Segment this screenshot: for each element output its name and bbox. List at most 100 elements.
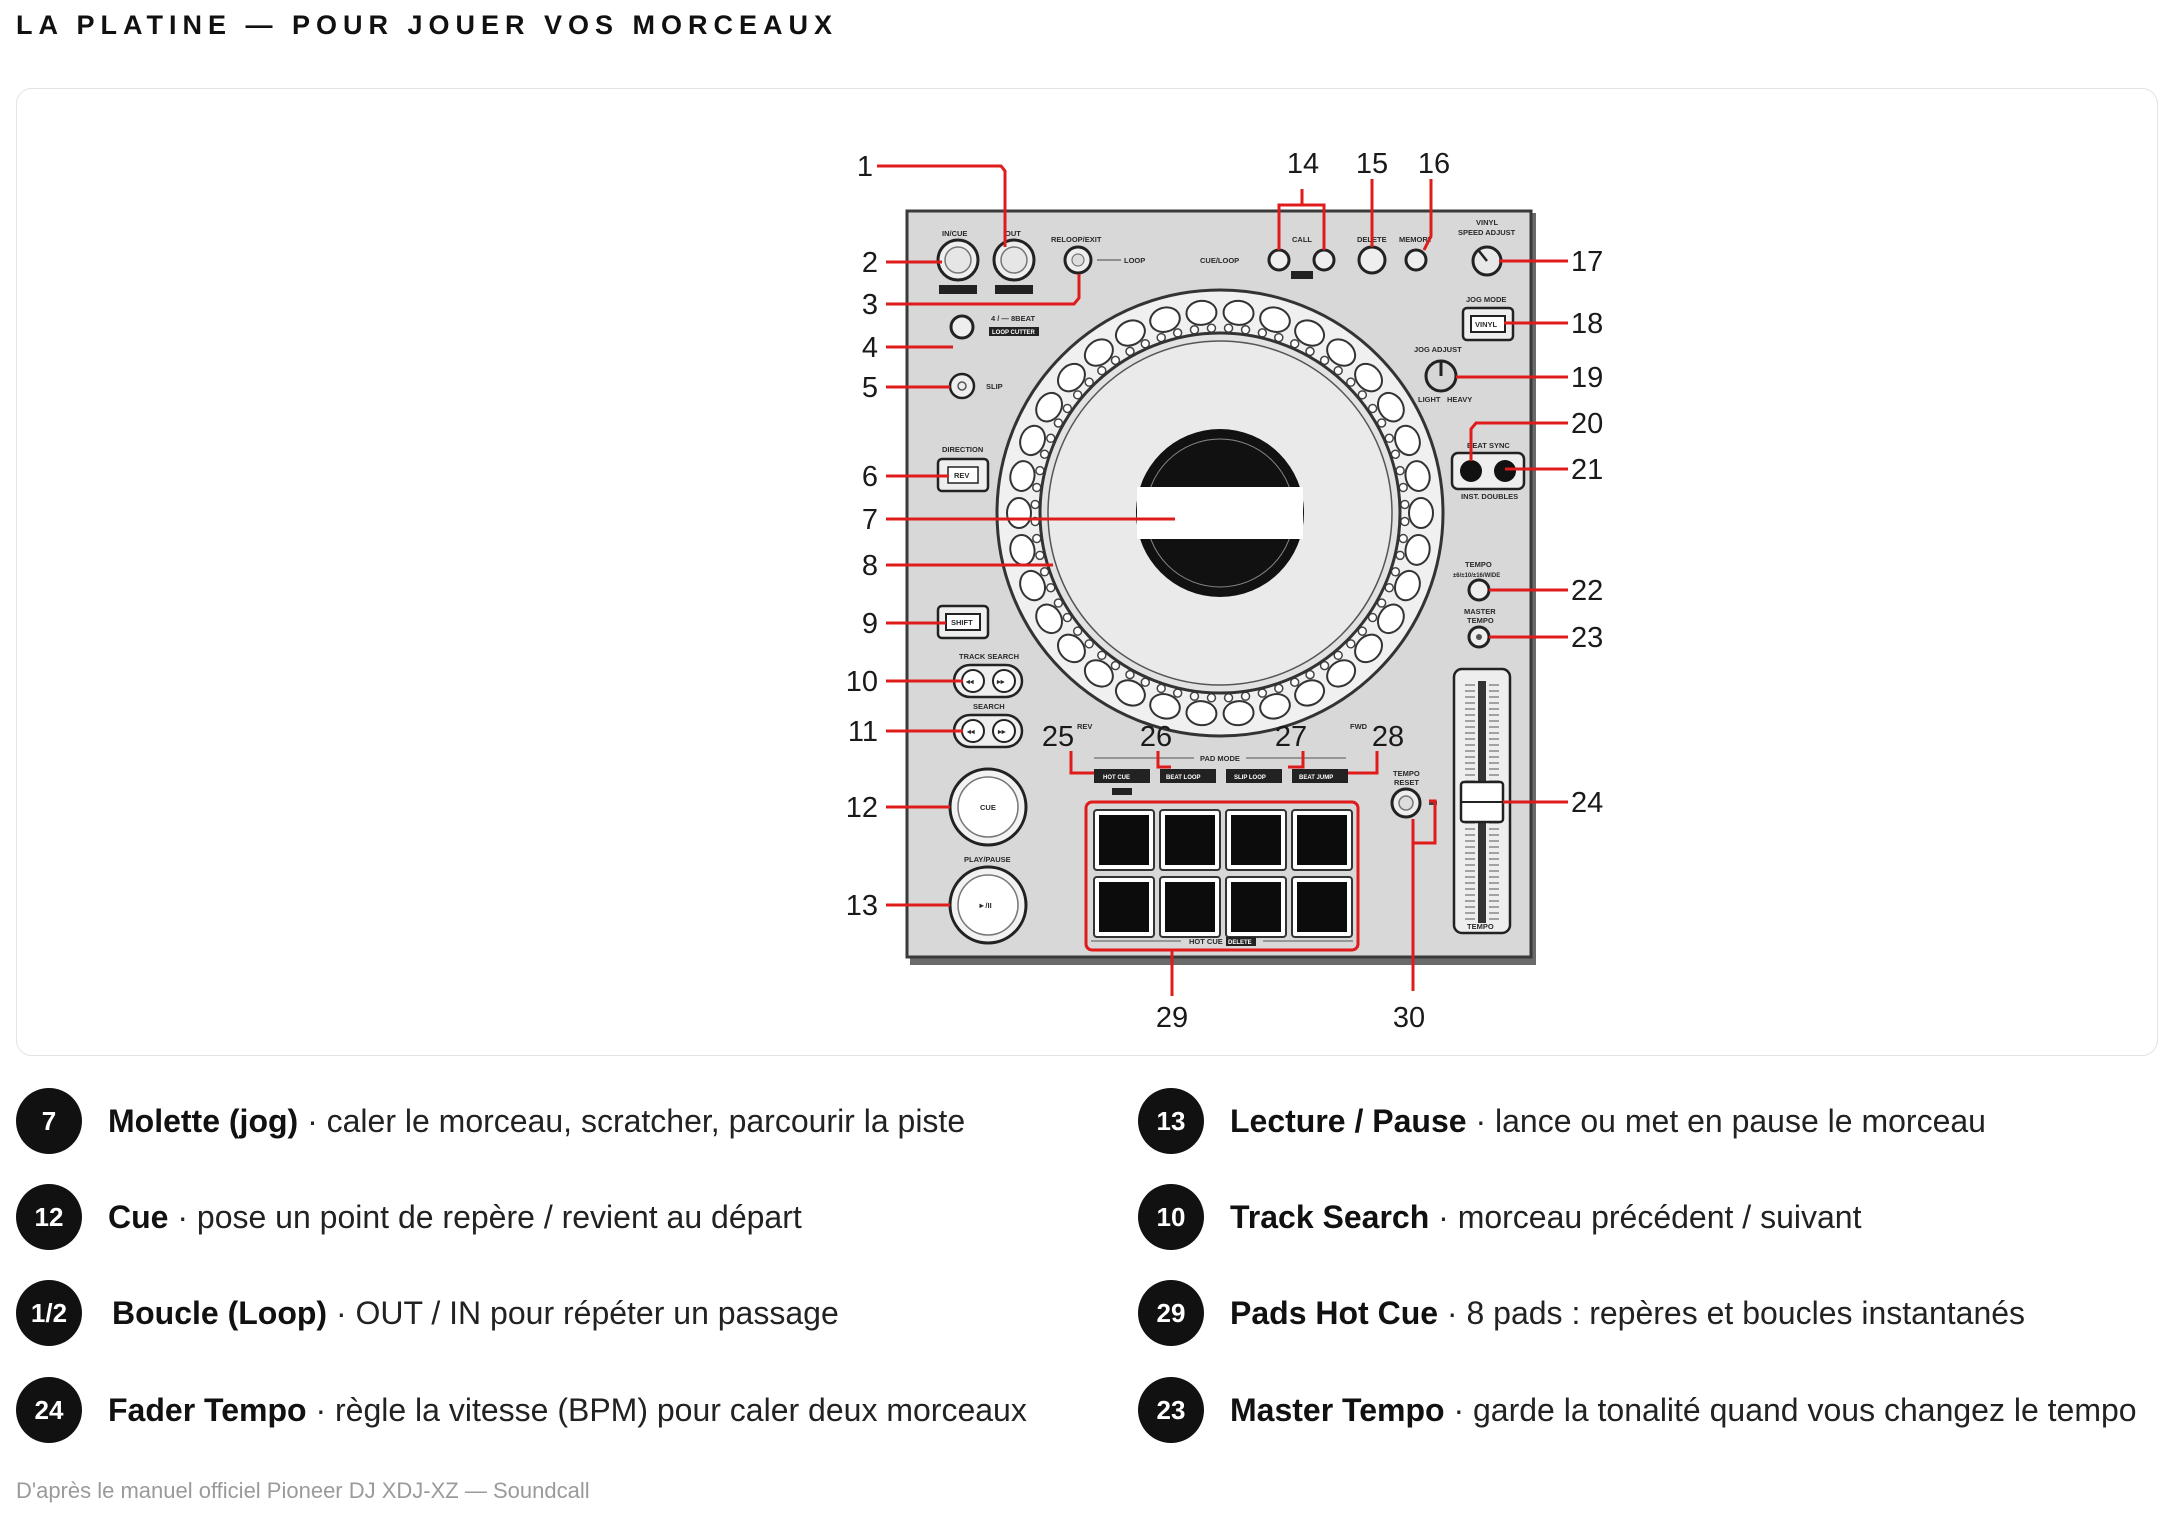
search-buttons[interactable]: SEARCH ◂◂ ▸▸ bbox=[952, 702, 1024, 749]
pad-mode-beat-jump-button[interactable]: BEAT JUMP bbox=[1292, 769, 1348, 783]
performance-pad[interactable] bbox=[1225, 876, 1287, 938]
legend-badge: 24 bbox=[16, 1377, 82, 1443]
jog-dot bbox=[1072, 390, 1083, 400]
callout-15: 15 bbox=[1356, 148, 1388, 180]
track-search-buttons[interactable]: TRACK SEARCH ◂◂ ▸▸ bbox=[952, 652, 1024, 699]
jog-dot bbox=[1172, 328, 1183, 338]
jog-dot bbox=[1240, 691, 1251, 701]
callout-9: 9 bbox=[862, 608, 878, 640]
callout-12: 12 bbox=[846, 792, 878, 824]
jog-mode-vinyl-button[interactable]: JOG MODE VINYL bbox=[1461, 295, 1515, 342]
rev-label: REV bbox=[954, 471, 969, 480]
legend-title: Molette (jog) bbox=[108, 1102, 299, 1139]
jog-dot bbox=[1110, 660, 1121, 671]
performance-pad[interactable] bbox=[1225, 809, 1287, 871]
call-back-button[interactable] bbox=[1267, 248, 1291, 272]
jog-dot bbox=[1400, 499, 1410, 510]
shift-button[interactable]: SHIFT bbox=[936, 604, 990, 640]
legend-item: 23 Master Tempo · garde la tonalité quan… bbox=[1138, 1377, 2137, 1443]
jog-led bbox=[1408, 497, 1434, 529]
jog-dot bbox=[1032, 533, 1042, 544]
legend-text: Master Tempo · garde la tonalité quand v… bbox=[1230, 1392, 2137, 1429]
jog-led bbox=[1149, 306, 1181, 333]
legend-desc: · pose un point de repère / revient au d… bbox=[168, 1198, 802, 1235]
svg-text:◂◂: ◂◂ bbox=[965, 677, 975, 686]
callout-7: 7 bbox=[862, 504, 878, 536]
jog-dot bbox=[1125, 346, 1135, 357]
out-button[interactable]: OUT bbox=[992, 229, 1036, 294]
jog-dot bbox=[1053, 418, 1064, 428]
beat-label: 4 / — 8BEAT bbox=[991, 314, 1035, 323]
call-label: CALL bbox=[1292, 235, 1312, 244]
direction-label: DIRECTION bbox=[942, 445, 983, 454]
beat-sync-buttons[interactable]: BEAT SYNC INST. DOUBLES bbox=[1450, 441, 1526, 501]
memory-button[interactable]: MEMORY bbox=[1399, 235, 1432, 272]
legend-title: Pads Hot Cue bbox=[1230, 1294, 1439, 1331]
jog-led bbox=[1035, 391, 1064, 423]
jog-led bbox=[1294, 319, 1326, 347]
jog-mode-label: JOG MODE bbox=[1466, 295, 1506, 304]
jog-led bbox=[1259, 693, 1291, 720]
svg-text:BEAT JUMP: BEAT JUMP bbox=[1299, 775, 1333, 781]
jog-led bbox=[1404, 460, 1431, 492]
performance-pad[interactable] bbox=[1093, 809, 1155, 871]
tempo-range-values: ±6/±10/±16/WIDE bbox=[1453, 573, 1500, 579]
direction-rev-button[interactable]: DIRECTION REV bbox=[936, 445, 990, 493]
cue-button[interactable]: CUE bbox=[948, 767, 1028, 847]
pad-mode-slip-loop-button[interactable]: SLIP LOOP bbox=[1226, 769, 1282, 783]
jog-dot bbox=[1257, 328, 1268, 338]
jog-dot bbox=[1084, 377, 1094, 387]
performance-pad[interactable] bbox=[1291, 876, 1353, 938]
legend-badge: 10 bbox=[1138, 1184, 1204, 1250]
jog-fwd-label: FWD bbox=[1350, 722, 1368, 731]
legend-item: 1/2 Boucle (Loop) · OUT / IN pour répéte… bbox=[16, 1280, 839, 1346]
legend-item: 29 Pads Hot Cue · 8 pads : repères et bo… bbox=[1138, 1280, 2025, 1346]
light-label: LIGHT bbox=[1418, 395, 1441, 404]
in-cue-button[interactable]: IN/CUE bbox=[936, 229, 980, 294]
master-tempo-button[interactable]: MASTER TEMPO bbox=[1464, 607, 1496, 649]
jog-led bbox=[1185, 700, 1218, 727]
performance-pad[interactable] bbox=[1093, 876, 1155, 938]
jog-dot bbox=[1333, 365, 1343, 376]
pad-mode-beat-loop-button[interactable]: BEAT LOOP bbox=[1160, 769, 1216, 783]
play-pause-label: PLAY/PAUSE bbox=[964, 855, 1011, 864]
jog-dot bbox=[1305, 346, 1315, 357]
jog-dot bbox=[1333, 650, 1343, 661]
pad-mode-hot-cue-button[interactable]: HOT CUE bbox=[1094, 769, 1150, 783]
jog-dot bbox=[1125, 669, 1135, 680]
performance-pad[interactable] bbox=[1159, 876, 1221, 938]
slip-button[interactable]: SLIP bbox=[948, 372, 1003, 400]
jog-dot bbox=[1206, 693, 1217, 703]
jog-led bbox=[1376, 391, 1405, 423]
jog-led bbox=[1404, 534, 1431, 566]
vinyl-label: VINYL bbox=[1475, 320, 1498, 329]
jog-dot bbox=[1376, 598, 1387, 608]
callout-21: 21 bbox=[1571, 454, 1603, 486]
jog-dot bbox=[1035, 550, 1045, 561]
tempo-fader[interactable]: TEMPO bbox=[1452, 667, 1512, 935]
performance-pad[interactable] bbox=[1291, 809, 1353, 871]
callout-16: 16 bbox=[1418, 148, 1450, 180]
callout-20: 20 bbox=[1571, 408, 1603, 440]
jog-dot bbox=[1053, 598, 1064, 608]
call-forward-button[interactable] bbox=[1312, 248, 1336, 272]
master-tempo-label: TEMPO bbox=[1467, 616, 1494, 625]
performance-pad[interactable] bbox=[1159, 809, 1221, 871]
jog-adjust-knob[interactable]: JOG ADJUST LIGHT HEAVY bbox=[1414, 345, 1472, 404]
svg-text:▸▸: ▸▸ bbox=[997, 727, 1007, 736]
jog-led bbox=[1354, 633, 1383, 664]
jog-wheel[interactable] bbox=[995, 288, 1445, 738]
callout-25: 25 bbox=[1042, 721, 1074, 753]
tempo-range-button[interactable]: TEMPO ±6/±10/±16/WIDE bbox=[1453, 560, 1500, 602]
tempo-reset-label-2: RESET bbox=[1394, 778, 1419, 787]
tempo-reset-button[interactable]: TEMPO RESET bbox=[1390, 769, 1437, 819]
jog-dot bbox=[1223, 693, 1234, 703]
jog-led bbox=[1035, 603, 1064, 635]
beat-loop-cutter-button[interactable]: 4 / — 8BEAT LOOP CUTTER bbox=[949, 314, 1039, 340]
vinyl-speed-label: VINYL bbox=[1476, 218, 1499, 227]
jog-dot bbox=[1367, 403, 1378, 414]
svg-text:BEAT LOOP: BEAT LOOP bbox=[1166, 775, 1201, 781]
reloop-exit-button[interactable]: RELOOP/EXIT LOOP bbox=[1051, 235, 1145, 275]
shift-label: SHIFT bbox=[951, 618, 973, 627]
hot-cue-delete-label: HOT CUE bbox=[1189, 937, 1223, 946]
